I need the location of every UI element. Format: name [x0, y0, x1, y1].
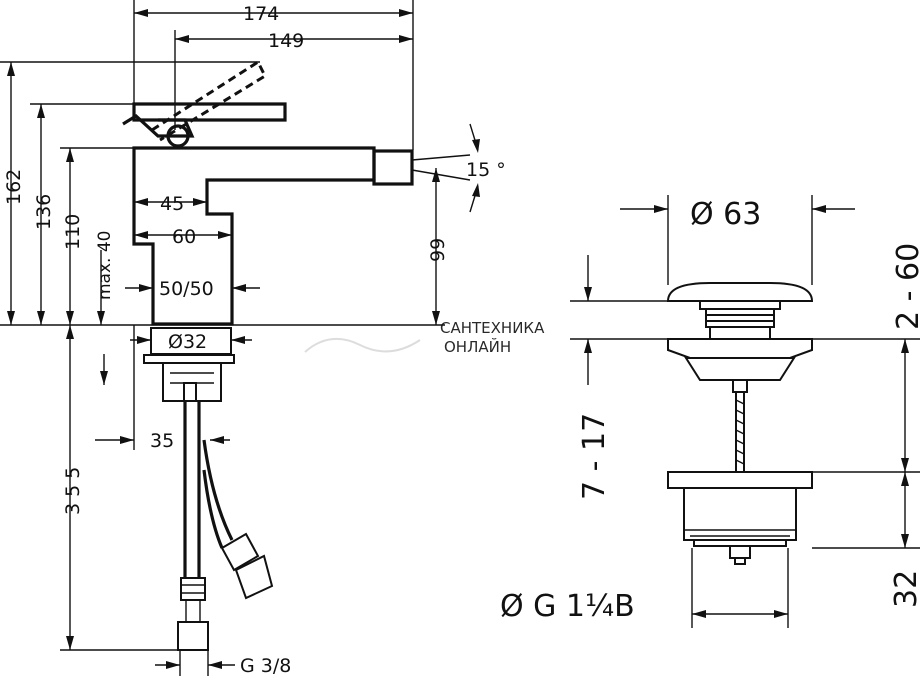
watermark-line2: ОНЛАЙН [444, 337, 511, 356]
dim-60: 60 [172, 226, 196, 248]
dim-angle: 15 ° [466, 159, 506, 181]
dim-hose-thread: G 3/8 [240, 655, 291, 677]
lever-joint [122, 114, 195, 138]
hose-fitting-straight [180, 577, 206, 601]
dim-height-lever: 136 [33, 194, 55, 230]
faucet-dimensions: 174 149 162 136 110 max. 40 99 [0, 0, 506, 677]
dim-thread: Ø G 1¼B [500, 589, 635, 624]
dim-cap-diameter: Ø 63 [690, 197, 761, 232]
hose-nut-straight [177, 621, 209, 651]
lever-pivot [166, 124, 190, 148]
plug-dimensions: Ø 63 2 - 60 7 - 17 32 Ø G 1¼B [500, 195, 920, 628]
dim-35: 35 [150, 430, 174, 452]
dim-hose-length: 3 5 5 [62, 467, 84, 515]
lever-handle [132, 102, 287, 122]
hose-nut-angled [234, 554, 274, 600]
dim-width-total: 174 [243, 3, 279, 25]
plug-cap [666, 282, 814, 302]
plug-body [683, 487, 797, 541]
dim-height-total: 162 [3, 169, 25, 205]
dim-plug-height: 32 [889, 570, 920, 608]
aerator [372, 149, 414, 186]
watermark: САНТЕХНИКА ОНЛАЙН [304, 319, 545, 356]
dim-height-body: 110 [62, 214, 84, 250]
hose-fitting-angled [220, 532, 260, 572]
dim-hole: Ø32 [168, 331, 207, 353]
dim-spout-height: 99 [427, 238, 449, 262]
plug-body-top [667, 471, 813, 489]
plug-flange [667, 338, 813, 359]
dim-cap-height: 2 - 60 [891, 243, 920, 330]
dim-plug-range: 7 - 17 [577, 413, 612, 500]
watermark-line1: САНТЕХНИКА [440, 319, 545, 337]
dim-max-depth: max. 40 [95, 231, 115, 300]
dim-width-spout: 149 [268, 30, 304, 52]
dim-45: 45 [160, 193, 184, 215]
lever-raised-outline [151, 59, 267, 142]
mounting-nut [150, 327, 232, 355]
washer [143, 354, 235, 364]
dim-flow: 50/50 [159, 278, 214, 300]
drain-plug [666, 282, 814, 565]
faucet-body [122, 59, 471, 651]
